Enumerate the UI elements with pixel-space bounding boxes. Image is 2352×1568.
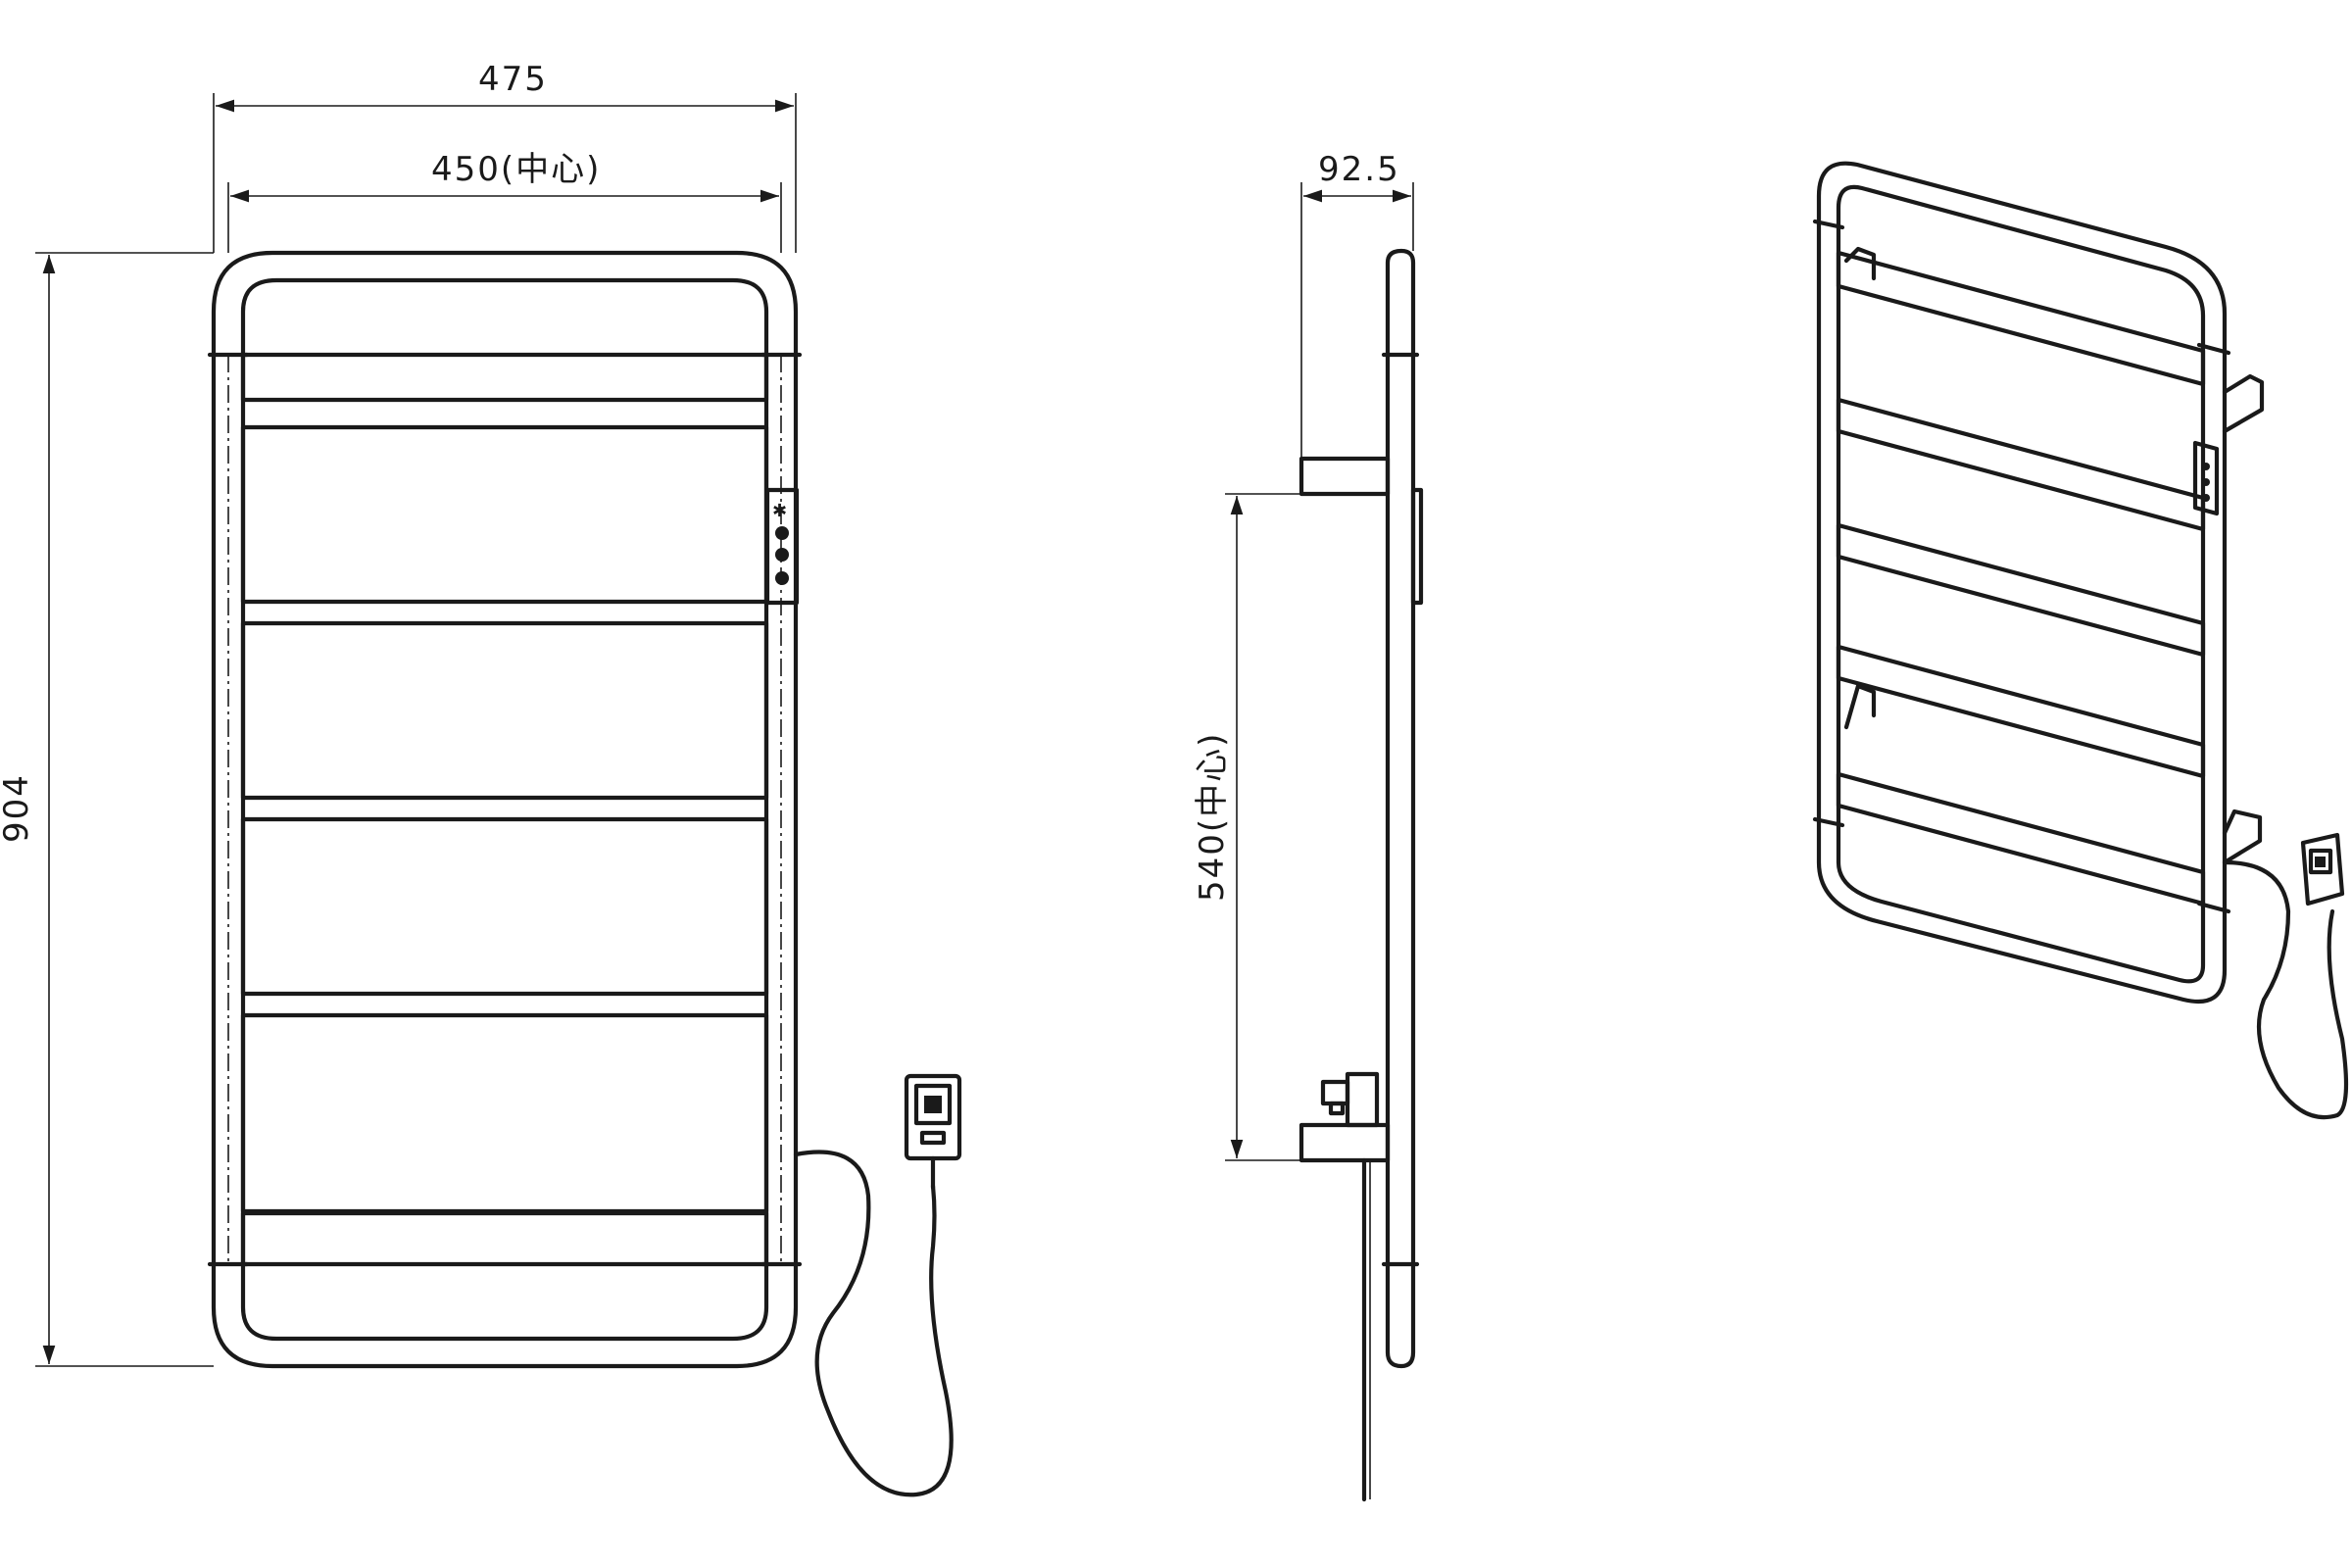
dim-overall-height-label: 904 [0, 773, 36, 843]
side-view: 92.5 540(中心) [1193, 150, 1424, 1502]
iso-brackets [1843, 246, 2265, 865]
dim-mount-center: 540(中心) [1193, 493, 1301, 1161]
isometric-view [1812, 161, 2349, 1120]
iso-cable [2222, 859, 2349, 1120]
iso-control-panel [2192, 440, 2220, 516]
iso-joints [1812, 219, 2231, 914]
tube-joints [207, 352, 803, 1267]
side-plug-junction [1320, 1071, 1380, 1128]
iso-frame-outer [1816, 161, 2228, 1004]
dim-overall-width-label: 475 [478, 60, 548, 99]
iso-plug [2300, 832, 2345, 906]
side-bracket-bottom [1298, 1122, 1391, 1163]
dim-overall-width: 475 [213, 60, 797, 253]
frame-outer [211, 250, 799, 1369]
dim-depth-label: 92.5 [1318, 150, 1400, 189]
svg-text:✱: ✱ [772, 501, 789, 521]
side-bracket-top [1298, 456, 1391, 497]
plug [904, 1073, 962, 1191]
towel-rails [240, 352, 769, 1267]
iso-frame-inner [1836, 184, 2206, 984]
side-tube [1385, 248, 1416, 1369]
side-control-bump [1410, 487, 1424, 606]
iso-rails [1836, 250, 2206, 906]
dim-center-width: 450(中心) [227, 150, 782, 253]
dim-mount-center-label: 540(中心) [1193, 732, 1232, 902]
dim-center-width-label: 450(中心) [431, 150, 601, 189]
dim-depth: 92.5 [1300, 150, 1414, 459]
dim-overall-height: 904 [0, 252, 214, 1367]
frame-inner [240, 277, 769, 1342]
control-panel: ✱ [764, 487, 800, 606]
front-view: ✱ 475 450(中心) [0, 60, 962, 1497]
power-cable [793, 1150, 954, 1497]
